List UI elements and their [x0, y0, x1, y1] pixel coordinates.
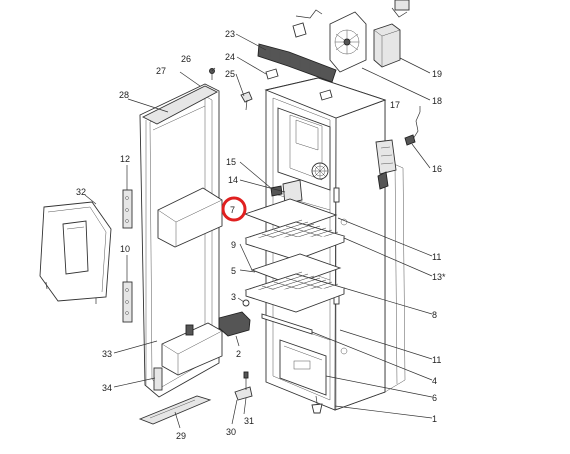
part-8-wire-shelf[interactable] [244, 271, 346, 313]
part-24-grille-bracket[interactable] [265, 68, 333, 101]
label-28: 28 [119, 90, 129, 100]
label-18: 18 [432, 96, 442, 106]
part-32-freezer-door[interactable] [39, 201, 112, 304]
part-19-filter-cartridge[interactable] [373, 23, 401, 68]
label-32: 32 [76, 187, 86, 197]
part-27-top-trim[interactable] [141, 85, 218, 125]
label-4: 4 [432, 376, 437, 386]
label-24: 24 [225, 52, 235, 62]
part-10-hinge[interactable] [122, 281, 133, 323]
label-11-lower: 11 [432, 355, 441, 365]
part-7-shelf-front[interactable] [243, 198, 338, 232]
part-18-fan[interactable] [329, 11, 367, 73]
part-29-bottom-trim[interactable] [138, 395, 212, 425]
label-15: 15 [226, 157, 236, 167]
label-5: 5 [231, 266, 236, 276]
label-17: 17 [390, 100, 400, 110]
part-3-knob[interactable] [242, 299, 250, 307]
part-23-vent-grille[interactable] [257, 43, 337, 83]
label-9: 9 [231, 240, 236, 250]
part-2-door-handle[interactable] [218, 311, 251, 337]
label-34: 34 [102, 383, 112, 393]
leader-lines [84, 33, 433, 429]
label-1: 1 [432, 414, 437, 424]
label-16: 16 [432, 164, 442, 174]
part-34-lower-hinge[interactable] [153, 367, 163, 391]
label-25: 25 [225, 69, 235, 79]
label-11-upper: 11 [432, 252, 441, 262]
label-6: 6 [432, 393, 437, 403]
label-26: 26 [181, 54, 191, 64]
label-30: 30 [226, 427, 236, 437]
label-12: 12 [120, 154, 130, 164]
label-2: 2 [236, 349, 241, 359]
part-17-wire[interactable] [412, 111, 421, 140]
label-19: 19 [432, 69, 442, 79]
label-29: 29 [176, 431, 186, 441]
top-wiring [292, 0, 410, 38]
part-14-lamp[interactable] [270, 185, 283, 197]
part-33-bottle-clip[interactable] [185, 324, 194, 336]
part-16-clip[interactable] [404, 134, 416, 146]
part-30-31-hinge-bracket[interactable] [234, 371, 253, 401]
part-4-shelf-rail[interactable] [261, 313, 313, 335]
part-26-screw[interactable] [209, 68, 215, 81]
part-12-hinge[interactable] [122, 189, 133, 229]
label-31: 31 [244, 416, 254, 426]
highlight-circle-part-7 [221, 196, 247, 222]
part-25-fastener[interactable] [240, 91, 253, 111]
label-27: 27 [156, 66, 166, 76]
part-15-cover[interactable] [282, 179, 303, 205]
door-bin-upper[interactable] [157, 187, 223, 248]
label-23: 23 [225, 29, 235, 39]
label-14: 14 [228, 175, 238, 185]
label-8: 8 [432, 310, 437, 320]
label-33: 33 [102, 349, 112, 359]
label-10: 10 [120, 244, 130, 254]
label-7[interactable]: 7 [230, 205, 235, 215]
part-number-labels: 1 2 3 4 5 6 7 8 9 10 11 11 12 13* 14 15 … [76, 29, 446, 441]
label-13: 13* [432, 272, 446, 282]
label-3: 3 [231, 292, 236, 302]
door-bin-lower[interactable] [161, 322, 223, 376]
